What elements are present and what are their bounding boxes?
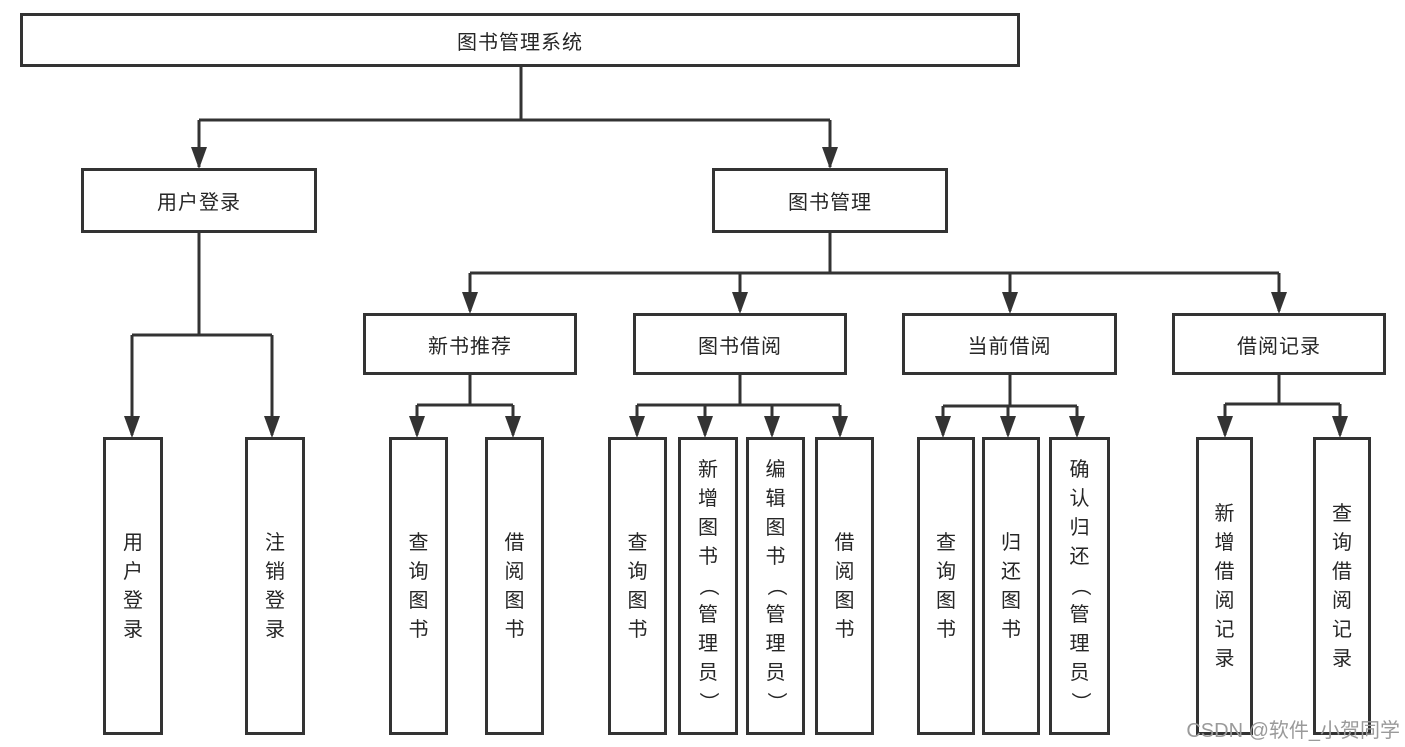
arrowhead bbox=[697, 416, 713, 438]
node-leaf-borrow-books-recommend: 借阅图书 bbox=[485, 437, 544, 735]
node-label: 图书管理系统 bbox=[457, 31, 583, 54]
node-leaf-return-books: 归还图书 bbox=[982, 437, 1040, 735]
arrowhead bbox=[1271, 292, 1287, 314]
arrowhead bbox=[1002, 292, 1018, 314]
node-label: 新书推荐 bbox=[428, 335, 512, 358]
node-book-management: 图书管理 bbox=[712, 168, 948, 233]
arrowhead bbox=[409, 416, 425, 438]
node-leaf-add-books-admin: 新增图书（管理员） bbox=[678, 437, 738, 735]
node-label: 借阅图书 bbox=[504, 531, 525, 641]
node-label: 查询图书 bbox=[627, 531, 648, 641]
node-leaf-query-books-borrow: 查询图书 bbox=[608, 437, 667, 735]
node-label: 借阅图书 bbox=[834, 531, 855, 641]
node-label: 查询图书 bbox=[408, 531, 429, 641]
csdn-watermark: CSDN @软件_小贺同学 bbox=[1186, 720, 1400, 742]
node-label: 图书管理 bbox=[788, 192, 872, 214]
node-borrowing-records: 借阅记录 bbox=[1172, 313, 1386, 375]
node-label: 图书借阅 bbox=[698, 335, 782, 358]
arrowhead bbox=[822, 147, 838, 169]
arrowhead bbox=[832, 416, 848, 438]
node-book-borrowing: 图书借阅 bbox=[633, 313, 847, 375]
node-label: 查询借阅记录 bbox=[1332, 502, 1352, 670]
connector-book-mgmt-to-level3 bbox=[468, 233, 1281, 311]
node-leaf-edit-books-admin: 编辑图书（管理员） bbox=[746, 437, 805, 735]
node-label: 查询图书 bbox=[936, 531, 956, 641]
node-library-management-system: 图书管理系统 bbox=[20, 13, 1020, 67]
node-leaf-user-login: 用户登录 bbox=[103, 437, 163, 735]
arrowhead bbox=[462, 292, 478, 314]
node-label: 借阅记录 bbox=[1237, 335, 1321, 358]
node-leaf-query-borrow-record: 查询借阅记录 bbox=[1313, 437, 1371, 735]
arrowhead bbox=[935, 416, 951, 438]
node-leaf-borrow-books: 借阅图书 bbox=[815, 437, 874, 735]
arrowhead bbox=[264, 416, 280, 438]
node-label: 用户登录 bbox=[157, 192, 241, 214]
arrowhead bbox=[764, 416, 780, 438]
node-label: 用户登录 bbox=[123, 531, 143, 641]
arrowhead bbox=[629, 416, 645, 438]
node-leaf-logout: 注销登录 bbox=[245, 437, 305, 735]
node-label: 归还图书 bbox=[1001, 531, 1021, 641]
arrowhead bbox=[1069, 416, 1085, 438]
node-label: 确认归还（管理员） bbox=[1068, 459, 1091, 712]
node-label: 新增借阅记录 bbox=[1214, 502, 1235, 670]
node-user-login: 用户登录 bbox=[81, 168, 317, 233]
connector-user-login-branch bbox=[130, 233, 274, 435]
node-leaf-confirm-return-admin: 确认归还（管理员） bbox=[1049, 437, 1110, 735]
node-label: 新增图书（管理员） bbox=[697, 459, 719, 712]
node-leaf-add-borrow-record: 新增借阅记录 bbox=[1196, 437, 1253, 735]
node-label: 注销登录 bbox=[265, 531, 285, 641]
arrowhead bbox=[1217, 416, 1233, 438]
connector-borrow-branch bbox=[635, 375, 842, 435]
arrowhead bbox=[1332, 416, 1348, 438]
connector-root-to-level2 bbox=[197, 67, 832, 167]
arrowhead bbox=[191, 147, 207, 169]
node-label: 当前借阅 bbox=[967, 335, 1052, 358]
arrowhead bbox=[124, 416, 140, 438]
arrowhead bbox=[1000, 416, 1016, 438]
node-label: 编辑图书（管理员） bbox=[764, 459, 787, 712]
node-new-book-recommend: 新书推荐 bbox=[363, 313, 577, 375]
arrowhead bbox=[732, 292, 748, 314]
node-leaf-query-books-current: 查询图书 bbox=[917, 437, 975, 735]
node-leaf-query-books-recommend: 查询图书 bbox=[389, 437, 448, 735]
node-current-borrowing: 当前借阅 bbox=[902, 313, 1117, 375]
connector-new-book-branch bbox=[415, 375, 515, 435]
connector-record-branch bbox=[1223, 375, 1342, 435]
arrowhead bbox=[505, 416, 521, 438]
